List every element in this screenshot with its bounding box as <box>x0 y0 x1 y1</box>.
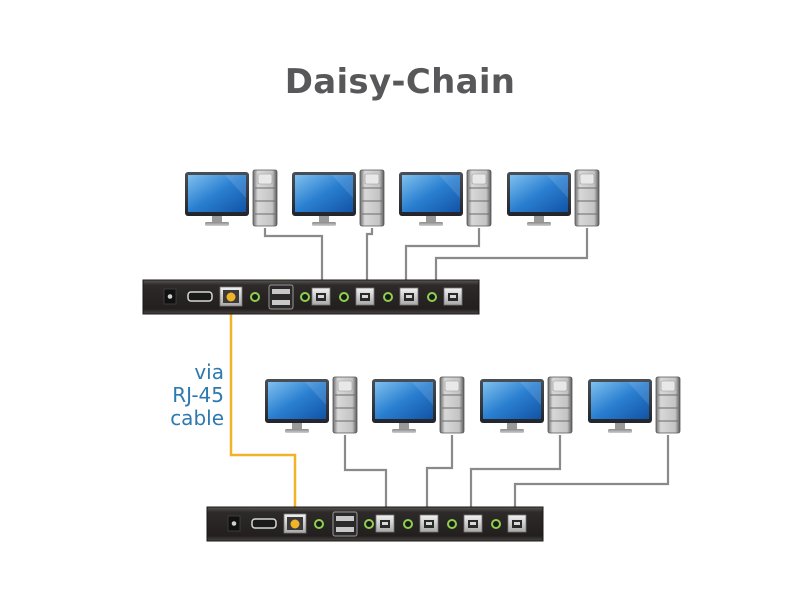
audio-jack-icon <box>250 292 260 302</box>
label-line-rj45: RJ-45 <box>172 383 224 407</box>
audio-jack-icon <box>447 519 457 529</box>
usb-cable <box>343 435 388 507</box>
rj45-port-icon <box>219 286 243 307</box>
usb-b-port-icon <box>399 287 419 306</box>
computer <box>265 376 358 434</box>
audio-jack-icon <box>364 519 374 529</box>
monitor-icon <box>480 379 544 433</box>
pc-tower-icon <box>359 169 385 227</box>
diagram-title: Daisy-Chain <box>284 62 516 102</box>
pc-tower-icon <box>466 169 492 227</box>
usb-cable <box>434 228 589 280</box>
pc-tower-icon <box>547 376 573 434</box>
computer <box>480 376 573 434</box>
pc-tower-icon <box>655 376 681 434</box>
monitor-icon <box>588 379 652 433</box>
computer <box>399 169 492 227</box>
monitor-icon <box>265 379 329 433</box>
rj45-port-icon <box>283 513 307 534</box>
monitor-icon <box>399 172 463 226</box>
usb-cable <box>365 228 374 280</box>
computer <box>588 376 681 434</box>
computer <box>372 376 465 434</box>
pc-tower-icon <box>574 169 600 227</box>
audio-jack-icon <box>383 292 393 302</box>
usb-cable <box>513 435 670 507</box>
kvm-switch <box>206 506 544 542</box>
audio-jack-icon <box>339 292 349 302</box>
usb-cable <box>469 435 562 507</box>
usb-cable <box>425 435 454 507</box>
hdmi-port-icon <box>187 291 213 302</box>
rj45-cable <box>229 297 297 524</box>
usb-b-port-icon <box>443 287 463 306</box>
usb-a-port-icon <box>268 284 294 310</box>
usb-b-port-icon <box>419 514 439 533</box>
usb-cable <box>263 228 324 280</box>
monitor-icon <box>185 172 249 226</box>
usb-b-port-icon <box>375 514 395 533</box>
audio-jack-icon <box>300 292 310 302</box>
usb-b-port-icon <box>311 287 331 306</box>
usb-b-port-icon <box>463 514 483 533</box>
audio-jack-icon <box>403 519 413 529</box>
usb-cable <box>404 228 481 280</box>
kvm-switch <box>142 279 480 315</box>
computer <box>185 169 278 227</box>
monitor-icon <box>372 379 436 433</box>
usb-b-port-icon <box>355 287 375 306</box>
cables <box>229 228 670 524</box>
hdmi-port-icon <box>251 518 277 529</box>
kvm-units <box>142 279 544 542</box>
dc-power-port-icon <box>227 515 241 532</box>
pc-tower-icon <box>252 169 278 227</box>
usb-b-port-icon <box>507 514 527 533</box>
label-line-cable: cable <box>170 406 224 430</box>
pc-tower-icon <box>332 376 358 434</box>
computer <box>507 169 600 227</box>
audio-jack-icon <box>491 519 501 529</box>
monitor-icon <box>292 172 356 226</box>
computer <box>292 169 385 227</box>
monitor-icon <box>507 172 571 226</box>
dc-power-port-icon <box>163 288 177 305</box>
pc-tower-icon <box>439 376 465 434</box>
computers <box>185 169 681 434</box>
audio-jack-icon <box>314 519 324 529</box>
rj45-cable-label: via RJ-45 cable <box>150 361 224 430</box>
audio-jack-icon <box>427 292 437 302</box>
label-line-via: via <box>194 360 224 384</box>
usb-a-port-icon <box>332 511 358 537</box>
